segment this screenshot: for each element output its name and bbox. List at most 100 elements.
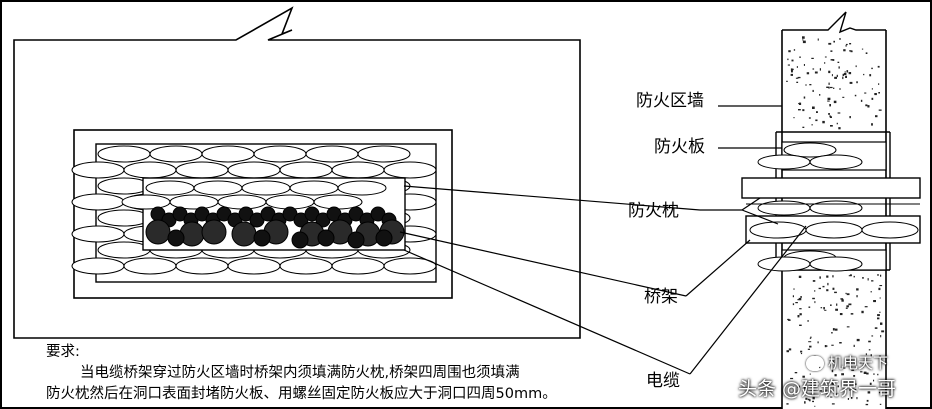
- speckle: [793, 117, 795, 119]
- brand-watermark-text: 机电天下: [828, 354, 889, 372]
- speckle: [879, 285, 883, 287]
- pillow: [861, 221, 919, 239]
- cable: [145, 219, 171, 245]
- speckle: [832, 287, 835, 290]
- requirements-heading: 要求:: [46, 344, 80, 360]
- speckle: [791, 69, 793, 73]
- pillow: [201, 145, 255, 163]
- pillow: [783, 142, 837, 158]
- speckle: [799, 308, 802, 310]
- speckle: [811, 124, 813, 126]
- speckle: [871, 123, 873, 126]
- speckle: [835, 308, 838, 311]
- speckle: [831, 74, 833, 77]
- speckle: [874, 327, 878, 329]
- speckle: [802, 40, 806, 44]
- speckle: [790, 377, 794, 380]
- speckle: [868, 340, 871, 343]
- speckle: [830, 396, 833, 398]
- speckle: [873, 373, 875, 375]
- speckle: [853, 375, 856, 377]
- pillow: [305, 145, 359, 163]
- speckle: [791, 59, 794, 62]
- speckle: [831, 332, 833, 334]
- speckle: [835, 393, 839, 395]
- speckle: [837, 385, 839, 388]
- pillow: [279, 257, 333, 275]
- speckle: [834, 76, 837, 79]
- pillow: [253, 145, 307, 163]
- speckle: [815, 119, 818, 122]
- speckle: [880, 322, 883, 325]
- speckle: [850, 313, 854, 315]
- speckle: [826, 289, 829, 292]
- speckle: [843, 49, 846, 52]
- speckle: [853, 344, 855, 347]
- speckle: [867, 105, 870, 108]
- speckle: [832, 59, 835, 61]
- speckle: [823, 307, 825, 310]
- speckle: [803, 96, 806, 99]
- requirements-line-2: 防火枕然后在洞口表面封堵防火板、用螺丝固定防火板应大于洞口四周50mm。: [46, 386, 557, 402]
- speckle: [814, 290, 816, 292]
- speckle: [832, 328, 835, 331]
- speckle: [868, 349, 871, 351]
- speckle: [878, 391, 881, 394]
- speckle: [834, 374, 837, 377]
- speckle: [839, 88, 841, 90]
- speckle: [866, 372, 869, 375]
- speckle: [804, 401, 806, 404]
- pillow: [123, 257, 177, 275]
- chat-bubble-icon: [806, 356, 824, 371]
- speckle: [856, 81, 858, 84]
- speckle: [796, 81, 799, 83]
- pillow: [289, 180, 339, 196]
- speckle: [818, 287, 821, 290]
- speckle: [863, 73, 865, 76]
- speckle: [808, 306, 811, 308]
- fire-board-outline: [73, 129, 453, 299]
- speckle: [795, 302, 798, 304]
- speckle: [861, 310, 864, 314]
- speckle: [865, 104, 868, 107]
- speckle: [802, 39, 804, 41]
- section-tray-pillows: [749, 221, 919, 239]
- pillow: [193, 180, 243, 196]
- speckle: [831, 344, 834, 346]
- speckle: [814, 405, 816, 407]
- speckle: [849, 116, 851, 119]
- speckle: [817, 38, 819, 41]
- speckle: [840, 298, 844, 300]
- pillow: [149, 145, 203, 163]
- pillow: [227, 257, 281, 275]
- pillow: [279, 161, 333, 179]
- speckle: [848, 303, 852, 306]
- speckle: [845, 75, 847, 78]
- pillow: [97, 241, 151, 259]
- label-fire-pillow: 防火枕: [628, 201, 679, 221]
- speckle: [811, 57, 814, 59]
- speckle: [836, 303, 838, 306]
- speckle: [833, 100, 837, 104]
- cable: [179, 221, 205, 247]
- speckle: [847, 360, 849, 363]
- speckle: [879, 311, 881, 313]
- speckle: [833, 87, 835, 89]
- speckle: [842, 76, 844, 80]
- leader-lines: [399, 105, 807, 375]
- speckle: [790, 68, 793, 71]
- speckle: [797, 315, 800, 318]
- speckle: [828, 86, 830, 89]
- wall-opening: [95, 143, 437, 283]
- speckle: [877, 274, 879, 276]
- speckle: [838, 66, 840, 69]
- speckle: [839, 313, 843, 316]
- speckle: [819, 276, 821, 279]
- speckle: [805, 84, 807, 86]
- speckle: [862, 277, 864, 279]
- speckle: [837, 112, 841, 114]
- speckle: [844, 71, 846, 73]
- speckle: [842, 73, 845, 76]
- speckle: [805, 397, 808, 400]
- pillow: [357, 145, 411, 163]
